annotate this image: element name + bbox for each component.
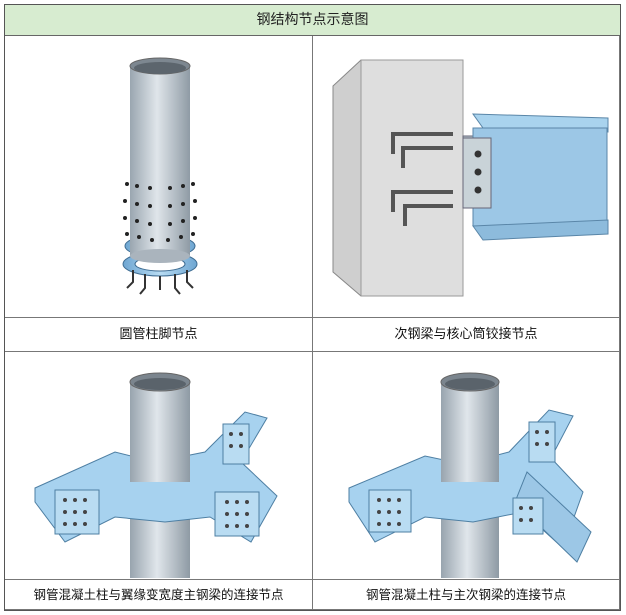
caption-column-base: 圆管柱脚节点	[5, 318, 313, 352]
core-tube-joint-illustration	[332, 59, 609, 297]
node-diagram-table: 钢结构节点示意图	[4, 4, 621, 611]
image-cell-main-secondary-joint	[313, 352, 620, 580]
main-secondary-joint-illustration	[348, 372, 592, 578]
image-cell-column-base	[5, 36, 313, 318]
table-title: 钢结构节点示意图	[5, 5, 620, 36]
caption-main-secondary-joint: 钢管混凝土柱与主次钢梁的连接节点	[313, 580, 620, 610]
caption-variable-flange-joint: 钢管混凝土柱与翼缘变宽度主钢梁的连接节点	[5, 580, 313, 610]
caption-core-tube-joint: 次钢梁与核心筒铰接节点	[313, 318, 620, 352]
image-cell-variable-flange-joint	[5, 352, 313, 580]
variable-flange-joint-illustration	[34, 372, 278, 578]
image-cell-core-tube-joint	[313, 36, 620, 318]
column-base-illustration	[122, 57, 198, 295]
